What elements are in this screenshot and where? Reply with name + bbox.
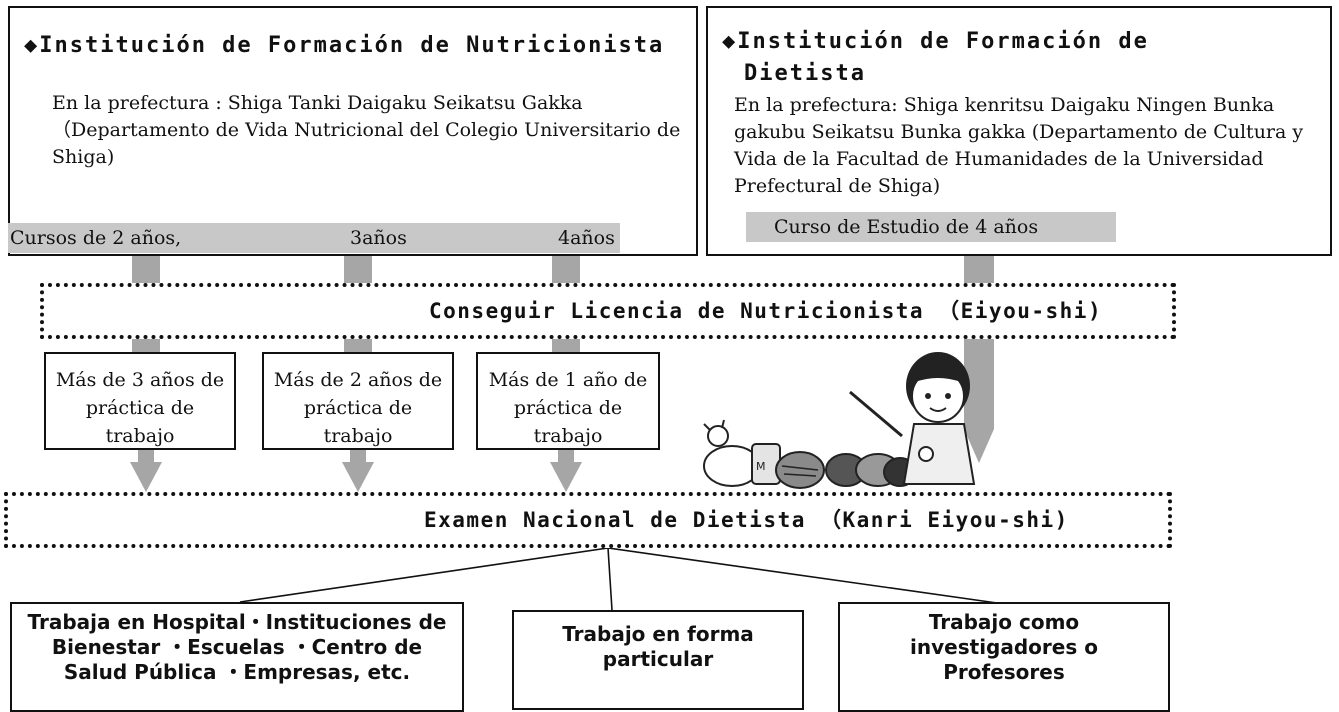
exam-label: Examen Nacional de Dietista （Kanri Eiyou… [424,508,1069,532]
nutricionista-courses-bar [8,223,620,253]
dietista-institution-box: ◆Institución de Formación de Dietista En… [706,6,1332,256]
connector-2y-top [132,256,160,286]
dietista-course-bar [746,212,1116,242]
branch-lines [239,548,1005,611]
connector-prac2 [344,339,372,353]
outcome-research-text: Trabajo como investigadores o Profesores [910,610,1098,684]
outcome-hospital-text: Trabaja en Hospital・Instituciones de Bie… [27,610,447,684]
course-label-3: 3años [350,227,407,249]
course-label-4: 4años [558,227,615,249]
outcome-private-box: Trabajo en forma particular [512,610,804,710]
connector-4y-top [552,256,580,286]
nutricionista-institution-box: ◆Institución de Formación de Nutricionis… [8,6,698,256]
license-box: Conseguir Licencia de Nutricionista （Eiy… [40,283,1176,339]
practice-1y-text: Más de 1 año de práctica de trabajo [488,369,648,447]
connector-prac3 [552,339,580,353]
connector-3y-top [344,256,372,286]
exam-box: Examen Nacional de Dietista （Kanri Eiyou… [4,492,1172,548]
outcome-hospital-box: Trabaja en Hospital・Instituciones de Bie… [10,602,464,712]
nutricionista-title: ◆Institución de Formación de Nutricionis… [24,33,665,58]
arrow-shaft-prac2 [350,450,366,462]
connector-prac1 [132,339,160,353]
practice-3y-text: Más de 3 años de práctica de trabajo [55,369,225,447]
arrow-head-prac1 [130,462,162,492]
dietista-title-line2: Dietista [744,61,866,86]
dietista-title-line1: ◆Institución de Formación de [722,29,1149,54]
practice-box-2y: Más de 2 años de práctica de trabajo [262,352,454,450]
outcome-private-text: Trabajo en forma particular [562,622,754,671]
practice-box-1y: Más de 1 año de práctica de trabajo [476,352,660,450]
dietitian-illustration: M [703,352,976,489]
dietista-course-label: Curso de Estudio de 4 años [774,216,1039,238]
connector-dietista-top [964,256,994,286]
license-label: Conseguir Licencia de Nutricionista （Eiy… [429,299,1103,323]
arrow-shaft-prac1 [138,450,154,462]
course-label-2: Cursos de 2 años, [10,227,182,249]
svg-text:M: M [756,460,766,473]
arrow-shaft-prac3 [558,450,574,462]
outcome-research-box: Trabajo como investigadores o Profesores [838,602,1170,712]
arrow-head-prac3 [550,462,582,492]
nutricionista-description: En la prefectura : Shiga Tanki Daigaku S… [52,92,681,168]
dietista-description: En la prefectura: Shiga kenritsu Daigaku… [734,94,1304,197]
arrow-head-prac2 [342,462,374,492]
practice-2y-text: Más de 2 años de práctica de trabajo [273,369,443,447]
practice-box-3y: Más de 3 años de práctica de trabajo [44,352,236,450]
